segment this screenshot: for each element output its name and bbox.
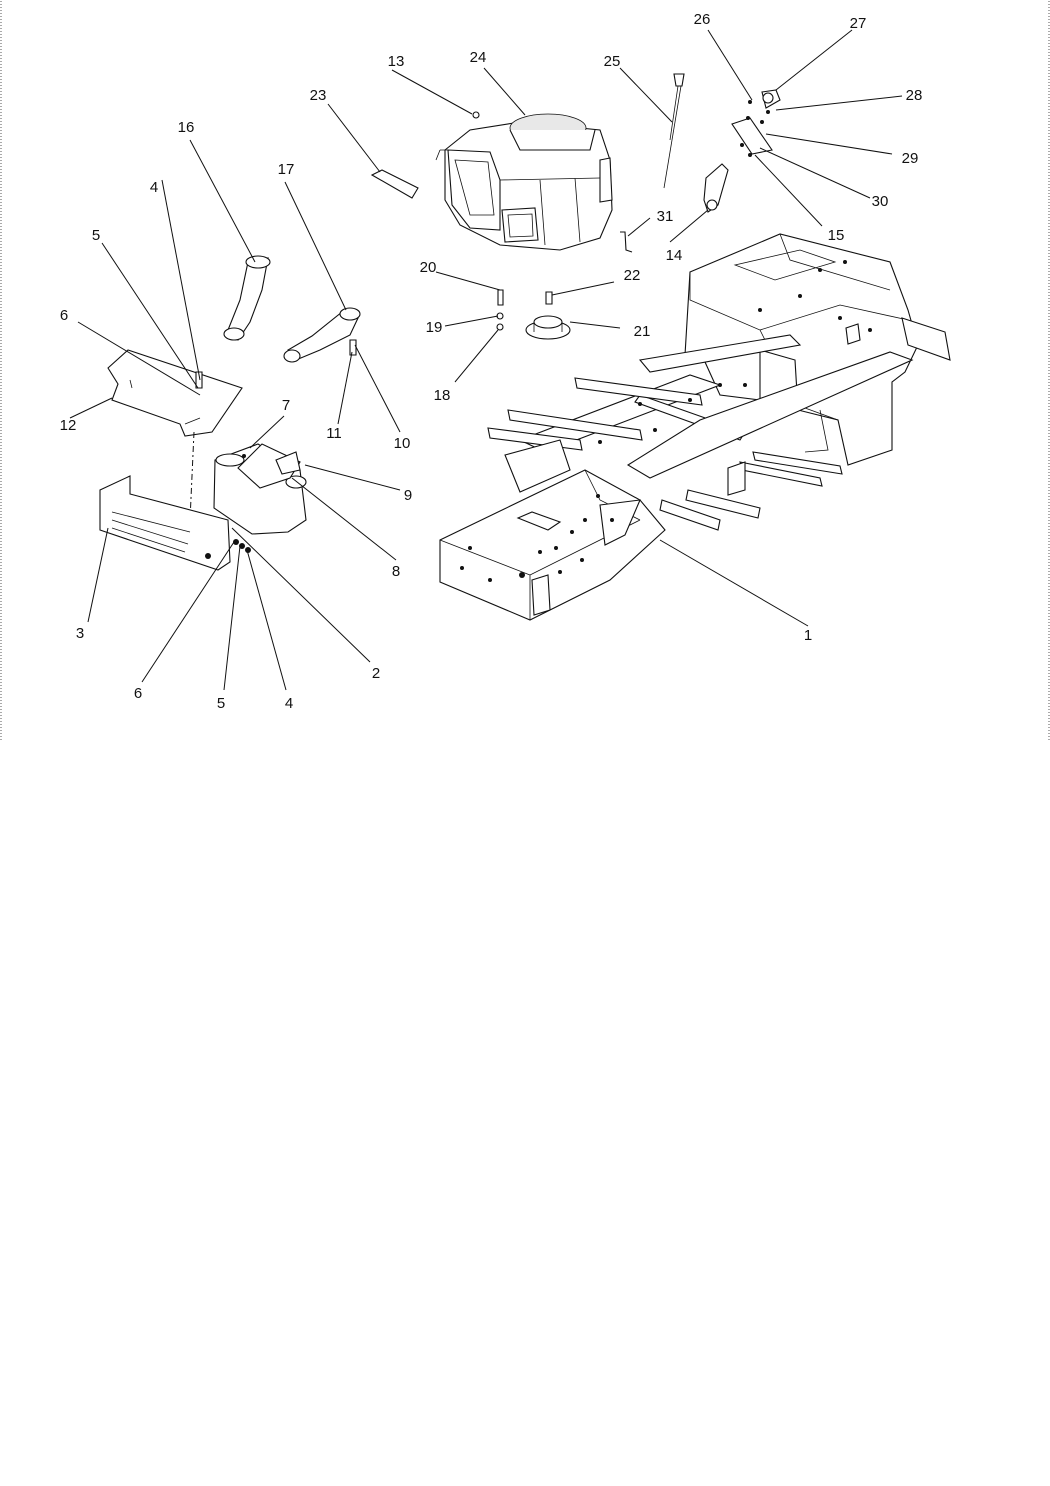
callout-28: 28 <box>906 87 923 104</box>
center-line <box>189 431 195 521</box>
callout-24: 24 <box>470 49 487 66</box>
callout-30: 30 <box>872 193 889 210</box>
part-21-pulley <box>525 315 571 340</box>
callout-13: 13 <box>388 53 405 70</box>
callout-4: 4 <box>150 179 158 196</box>
callout-1: 1 <box>804 627 812 644</box>
callout-7: 7 <box>282 397 290 414</box>
part-1-frame <box>439 233 951 621</box>
callout-20: 20 <box>420 259 437 276</box>
callout-25: 25 <box>604 53 621 70</box>
callout-6: 6 <box>60 307 68 324</box>
callout-19: 19 <box>426 319 443 336</box>
callout-27: 27 <box>850 15 867 32</box>
callout-29: 29 <box>902 150 919 167</box>
callout-3: 3 <box>76 625 84 642</box>
callout-9: 9 <box>404 487 412 504</box>
callout-14: 14 <box>666 247 683 264</box>
part-31-clip <box>620 231 633 253</box>
callout-labels: 1 2 3 4 5 6 7 8 9 10 11 12 13 14 15 16 1… <box>60 11 923 712</box>
callout-21: 21 <box>634 323 651 340</box>
part-10-11-bolt <box>349 339 357 356</box>
callout-23: 23 <box>310 87 327 104</box>
part-16-exhaust-pipe <box>223 255 271 341</box>
part-12-plate <box>107 349 243 437</box>
bottom-hardware <box>233 454 251 553</box>
callout-11: 11 <box>326 425 342 442</box>
callout-12: 12 <box>60 417 77 434</box>
callout-16: 16 <box>178 119 195 136</box>
callout-6-lower: 6 <box>134 685 142 702</box>
exploded-parts-diagram: 1 2 3 4 5 6 7 8 9 10 11 12 13 14 15 16 1… <box>0 1 1050 741</box>
leader-lines <box>69 29 903 691</box>
callout-22: 22 <box>624 267 641 284</box>
part-18-20-bolt-stack <box>496 289 504 331</box>
callout-26: 26 <box>694 11 711 28</box>
diagram-frame: 1 2 3 4 5 6 7 8 9 10 11 12 13 14 15 16 1… <box>0 0 1050 742</box>
callout-31: 31 <box>657 208 674 225</box>
part-3-guard <box>99 475 231 571</box>
part-14-bracket <box>703 163 729 213</box>
callout-17: 17 <box>278 161 295 178</box>
switch-assembly <box>731 89 781 157</box>
callout-10: 10 <box>394 435 411 452</box>
callout-8: 8 <box>392 563 400 580</box>
callout-5-lower: 5 <box>217 695 225 712</box>
callout-4-lower: 4 <box>285 695 293 712</box>
part-23-tube <box>370 169 419 199</box>
callout-18: 18 <box>434 387 451 404</box>
part-17-exhaust-pipe <box>283 307 361 363</box>
callout-2: 2 <box>372 665 380 682</box>
part-25-dipstick <box>663 73 685 189</box>
callout-15: 15 <box>828 227 845 244</box>
part-13-nut <box>472 111 480 119</box>
part-22-key <box>545 291 553 305</box>
part-2-muffler <box>213 443 307 535</box>
part-24-engine <box>435 113 613 251</box>
page-border <box>0 1 1050 741</box>
callout-5: 5 <box>92 227 100 244</box>
